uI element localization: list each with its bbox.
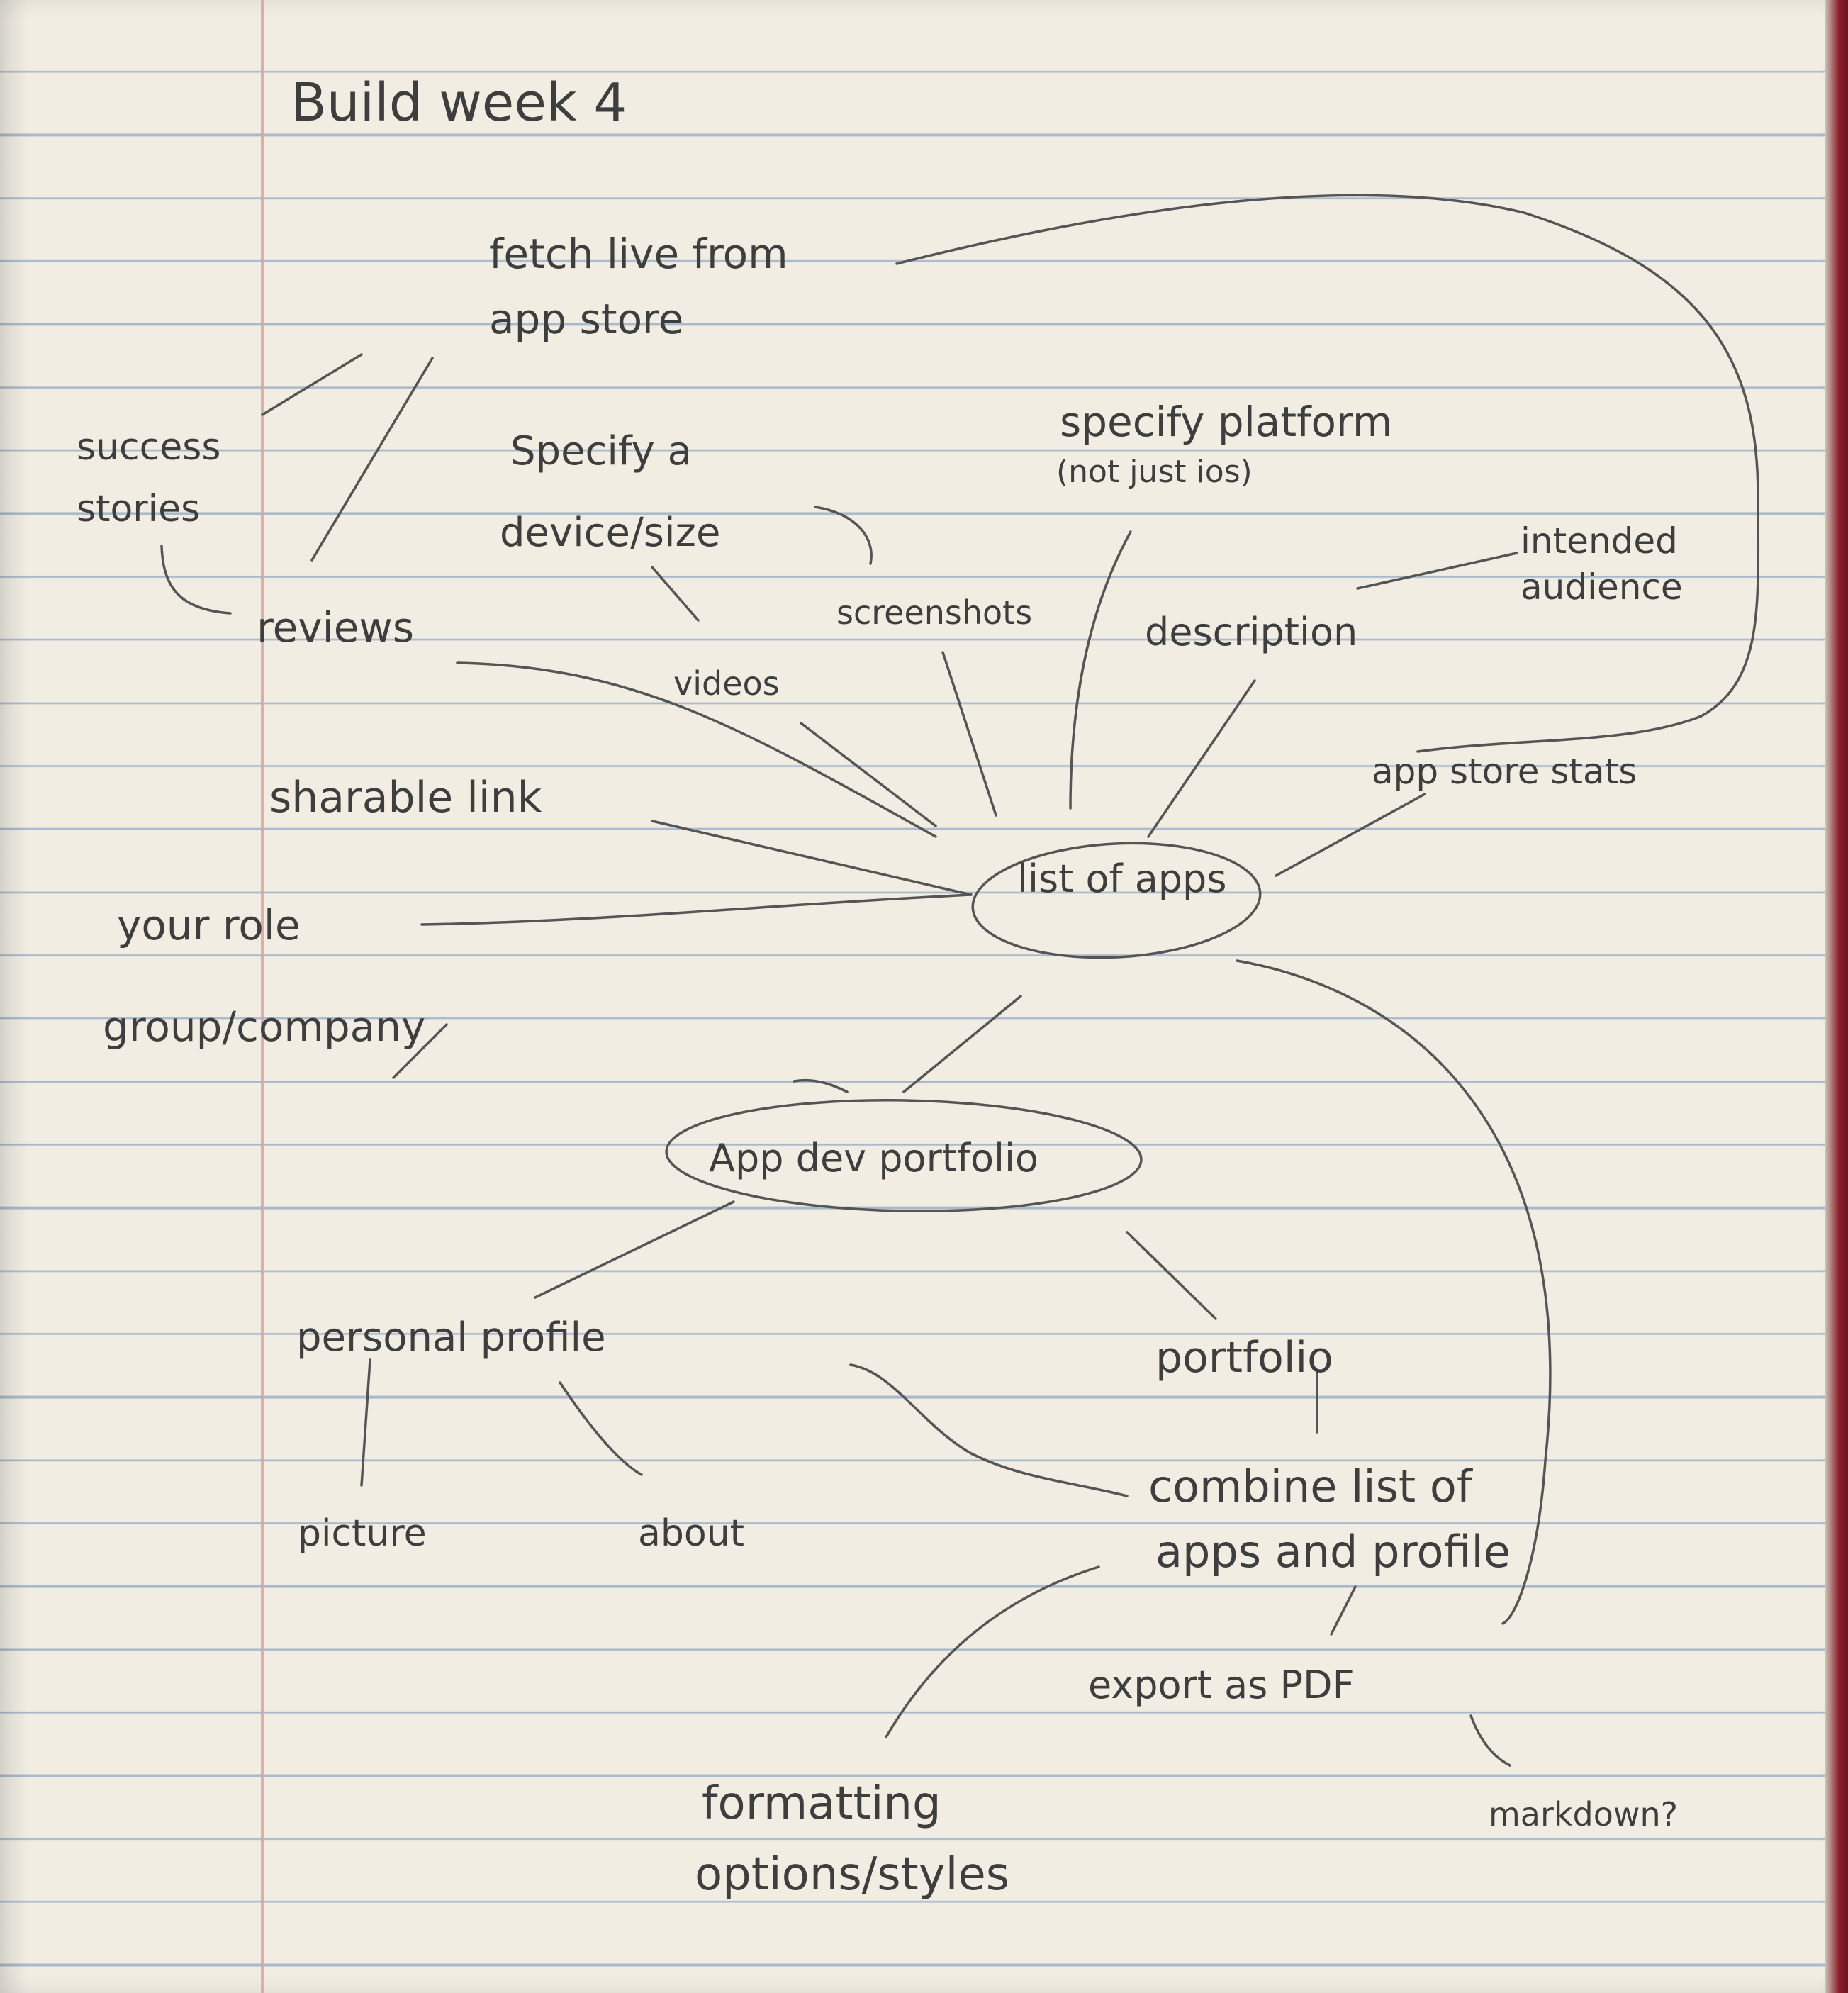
node-role-line2: group/company [103, 1003, 425, 1051]
node-combine-line1: combine list of [1148, 1461, 1474, 1512]
portfolio-root-ellipse [665, 1099, 1143, 1212]
connector-device-videos [651, 566, 700, 622]
connector-fetch-success [261, 353, 363, 416]
node-intended-line2: audience [1521, 566, 1683, 608]
connector-platform-center [1069, 530, 1132, 810]
node-personal-profile: personal profile [296, 1314, 606, 1361]
page-title: Build week 4 [291, 72, 627, 133]
notebook-cover-edge [1825, 0, 1848, 1993]
node-platform-line1: specify platform [1060, 398, 1392, 446]
connector-fetch-reviews [310, 357, 434, 562]
connector-reviews-center [456, 661, 937, 838]
node-formatting-line1: formatting [702, 1777, 941, 1830]
connector-screenshots-center [941, 651, 997, 817]
node-export-pdf: export as PDF [1088, 1663, 1355, 1707]
connector-lines [160, 194, 1760, 1767]
node-portfolio: portfolio [1155, 1333, 1333, 1383]
connector-audience-description [1356, 552, 1518, 590]
connector-combine-export [1330, 1585, 1357, 1636]
node-center-line1: list of apps [1017, 856, 1226, 901]
connector-export-markdown [1469, 1714, 1511, 1767]
node-fetch-line2: app store [489, 295, 683, 343]
connector-personal-about [559, 1381, 643, 1476]
node-screenshots: screenshots [836, 593, 1032, 632]
connector-profile-combine [849, 1363, 1129, 1497]
connector-root-personal [534, 1200, 735, 1299]
connector-role-center [420, 893, 973, 926]
connector-fetch-loop [895, 194, 1760, 753]
connector-personal-picture [360, 1358, 371, 1487]
connector-role-tail [392, 1023, 448, 1079]
node-device-line1: Specify a [510, 428, 692, 474]
node-intended-line1: intended [1521, 520, 1678, 562]
connector-device-bracket [814, 506, 873, 565]
node-formatting-line2: options/styles [695, 1848, 1009, 1901]
connector-root-portfolio [1126, 1231, 1217, 1320]
node-markdown: markdown? [1489, 1795, 1678, 1833]
connector-description-center [1147, 679, 1256, 838]
connector-videos-center [800, 722, 937, 827]
connector-combine-formatting [885, 1565, 1100, 1738]
node-combine-line2: apps and profile [1155, 1526, 1511, 1578]
node-platform-line2: (not just ios) [1056, 454, 1253, 490]
node-reviews: reviews [257, 603, 414, 652]
node-description: description [1145, 610, 1357, 654]
node-success-line2: stories [77, 488, 200, 530]
node-fetch-line1: fetch live from [489, 230, 788, 278]
connector-stats-center [1275, 793, 1426, 877]
connector-success-reviews [160, 545, 232, 615]
node-portfolio-root: App dev portfolio [709, 1136, 1038, 1180]
connector-root-nub [793, 1078, 849, 1093]
node-device-line2: device/size [500, 510, 720, 556]
connector-center-combine [1236, 959, 1552, 1625]
connector-link-center [651, 820, 973, 896]
node-role-line1: your role [117, 901, 301, 949]
node-picture: picture [298, 1512, 427, 1555]
node-app-store-stats: app store stats [1372, 751, 1637, 792]
node-success-line1: success [77, 426, 220, 469]
connector-center-root [902, 995, 1022, 1093]
node-videos: videos [673, 664, 780, 703]
center-node-ellipse [971, 842, 1262, 959]
node-about: about [638, 1512, 744, 1555]
margin-line [261, 0, 264, 1993]
node-sharable-link: sharable link [269, 773, 542, 822]
